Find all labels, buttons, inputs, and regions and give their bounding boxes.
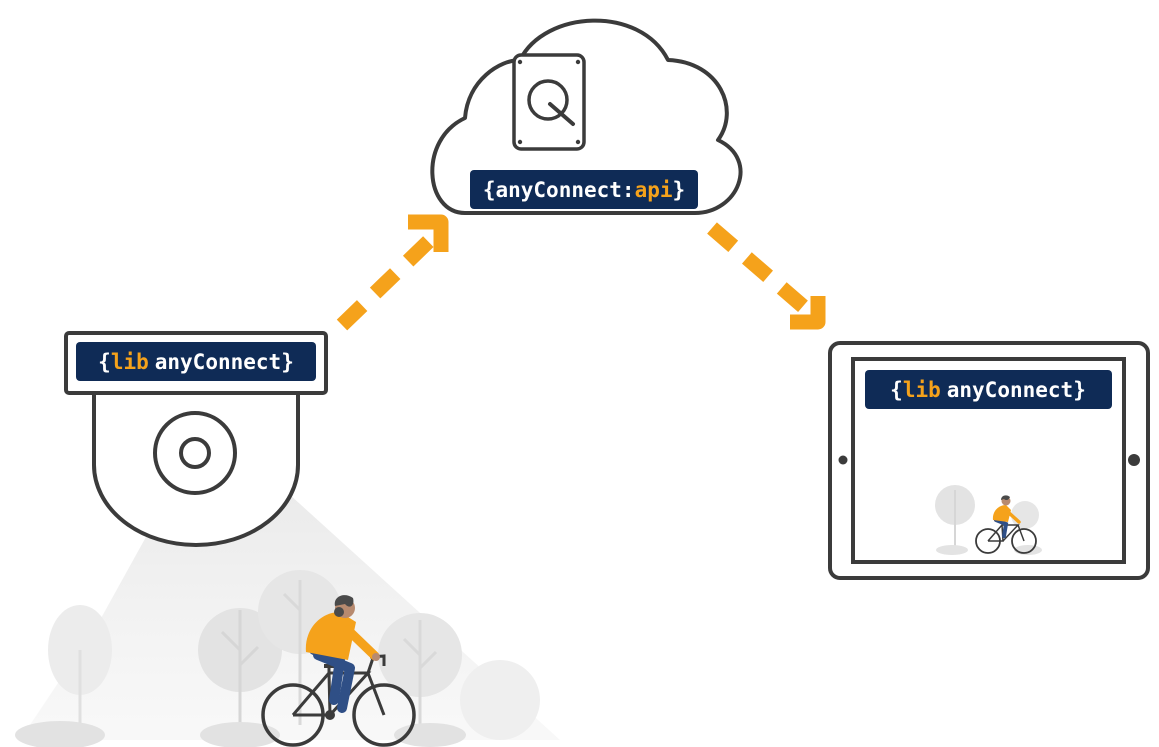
cloud-label-badge: {anyConnect:api}: [470, 170, 698, 209]
label-main: anyConnect:: [495, 178, 634, 202]
label-brace-open: {: [98, 350, 111, 374]
label-accent: lib: [111, 350, 149, 374]
label-accent: lib: [903, 378, 941, 402]
arrow-cloud-to-tablet: [707, 222, 826, 330]
tablet-home-button: [1128, 454, 1140, 466]
svg-text:{anyConnect:api}: {anyConnect:api}: [483, 178, 685, 202]
label-brace-open: {: [890, 378, 903, 402]
camera-lens: [179, 437, 211, 469]
label-brace-close: }: [1073, 378, 1086, 402]
label-main: anyConnect: [947, 378, 1073, 402]
bike-front-wheel: [352, 683, 416, 747]
cloud-shape: [430, 18, 743, 215]
tablet-camera-dot: [838, 455, 848, 465]
tablet-video-preview: [935, 485, 1042, 555]
label-brace-close: }: [673, 178, 686, 202]
label-brace-open: {: [483, 178, 496, 202]
cyclist-illustration: [261, 595, 416, 747]
hard-drive-icon: [512, 53, 586, 151]
arrow-camera-to-cloud: [336, 214, 449, 331]
label-brace-close: }: [281, 350, 294, 374]
arrow-head: [790, 296, 826, 330]
arrow-head: [408, 214, 449, 252]
label-accent: api: [635, 178, 673, 202]
cloud-server-group: {anyConnect:api}: [430, 18, 743, 215]
background-trees: [15, 570, 540, 747]
label-main: anyConnect: [155, 350, 281, 374]
